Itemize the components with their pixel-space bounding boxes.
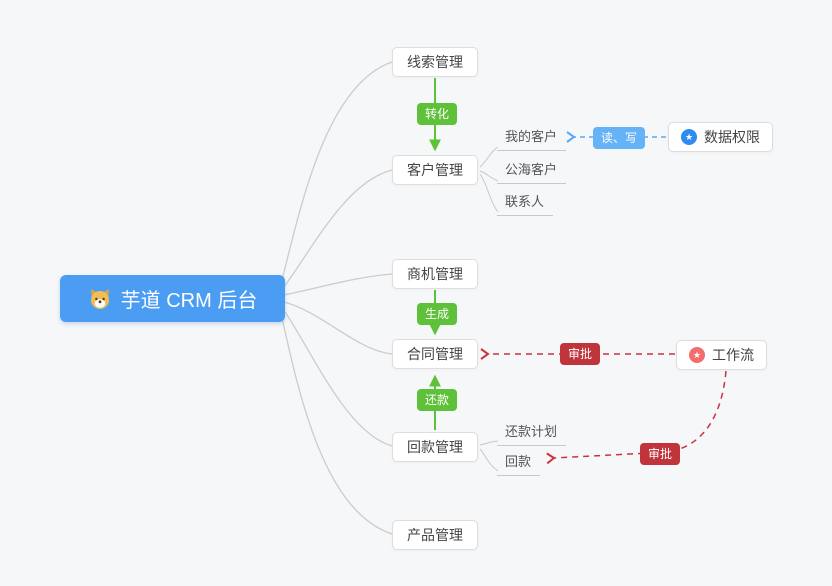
badge-read-write[interactable]: 读、写: [593, 127, 646, 149]
child-my-customers[interactable]: 我的客户: [497, 126, 567, 151]
edge-customer-to-pool: [479, 170, 499, 182]
child-contacts[interactable]: 联系人: [497, 191, 554, 216]
node-opportunity-management[interactable]: 商机管理: [392, 259, 478, 289]
child-repayment-plan[interactable]: 还款计划: [497, 421, 567, 446]
badge-generate[interactable]: 生成: [417, 303, 458, 325]
edge-customer-to-mine: [479, 146, 499, 168]
edge-receivable-to-plan: [479, 440, 499, 446]
node-customer-management[interactable]: 客户管理: [392, 155, 478, 185]
data-permission-label: 数据权限: [704, 129, 760, 145]
star-icon: ★: [689, 347, 705, 363]
edge-root-to-lead: [279, 61, 393, 289]
edge-root-to-receivable: [280, 305, 393, 447]
node-product-label: 产品管理: [407, 527, 463, 543]
edge-root-to-product: [279, 308, 393, 535]
edge-receivable-to-payment: [479, 448, 499, 472]
node-contract-management[interactable]: 合同管理: [392, 339, 478, 369]
node-data-permission[interactable]: ★ 数据权限: [668, 122, 773, 152]
node-opportunity-label: 商机管理: [407, 266, 463, 282]
badge-repay[interactable]: 还款: [417, 389, 458, 411]
node-contract-label: 合同管理: [407, 346, 463, 362]
node-receivable-label: 回款管理: [407, 439, 463, 455]
child-public-pool-customers[interactable]: 公海客户: [497, 159, 567, 184]
child-payment[interactable]: 回款: [497, 451, 541, 476]
edge-root-to-customer: [280, 169, 393, 292]
dog-face-icon: [88, 287, 112, 311]
node-lead-management[interactable]: 线索管理: [392, 47, 478, 77]
node-customer-label: 客户管理: [407, 162, 463, 178]
node-product-management[interactable]: 产品管理: [392, 520, 478, 550]
node-lead-label: 线索管理: [407, 54, 463, 70]
badge-approve-receivable[interactable]: 审批: [640, 443, 681, 465]
star-icon: ★: [681, 129, 697, 145]
root-label: 芋道 CRM 后台: [120, 290, 258, 312]
root-node[interactable]: 芋道 CRM 后台: [60, 275, 285, 322]
workflow-label: 工作流: [712, 347, 754, 363]
badge-convert[interactable]: 转化: [417, 103, 458, 125]
node-receivable-management[interactable]: 回款管理: [392, 432, 478, 462]
edge-root-to-contract: [283, 301, 393, 355]
node-workflow[interactable]: ★ 工作流: [676, 340, 767, 370]
edge-root-to-opportunity: [283, 273, 393, 296]
edge-customer-to-contacts: [479, 173, 499, 213]
badge-approve-contract[interactable]: 审批: [560, 343, 601, 365]
